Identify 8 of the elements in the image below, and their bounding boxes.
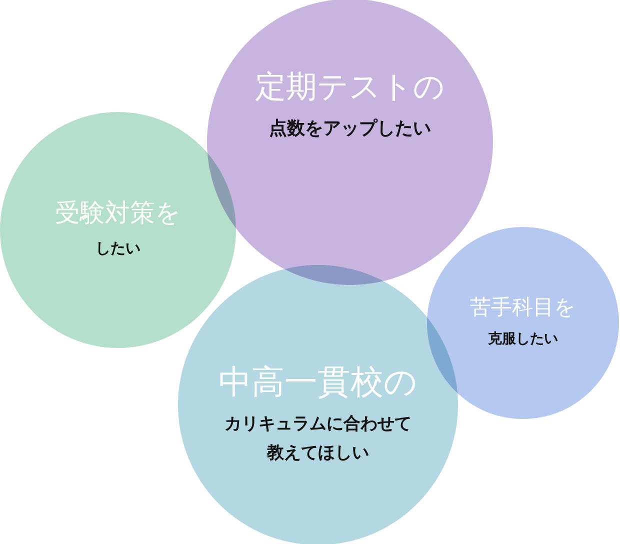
bubble-heading: 苦手科目を [470,294,576,320]
bubble-heading: 定期テストの [255,69,445,106]
bubble-heading: 中高一貫校の [218,362,418,402]
bubble-text: 克服したい [488,330,558,349]
bubble-text: 点数をアップしたい [269,117,431,142]
bubble-text: したい [96,238,140,260]
bubble-text: カリキュラムに合わせて教えてほしい [224,412,412,465]
bubble-heading: 受験対策を [55,198,181,228]
